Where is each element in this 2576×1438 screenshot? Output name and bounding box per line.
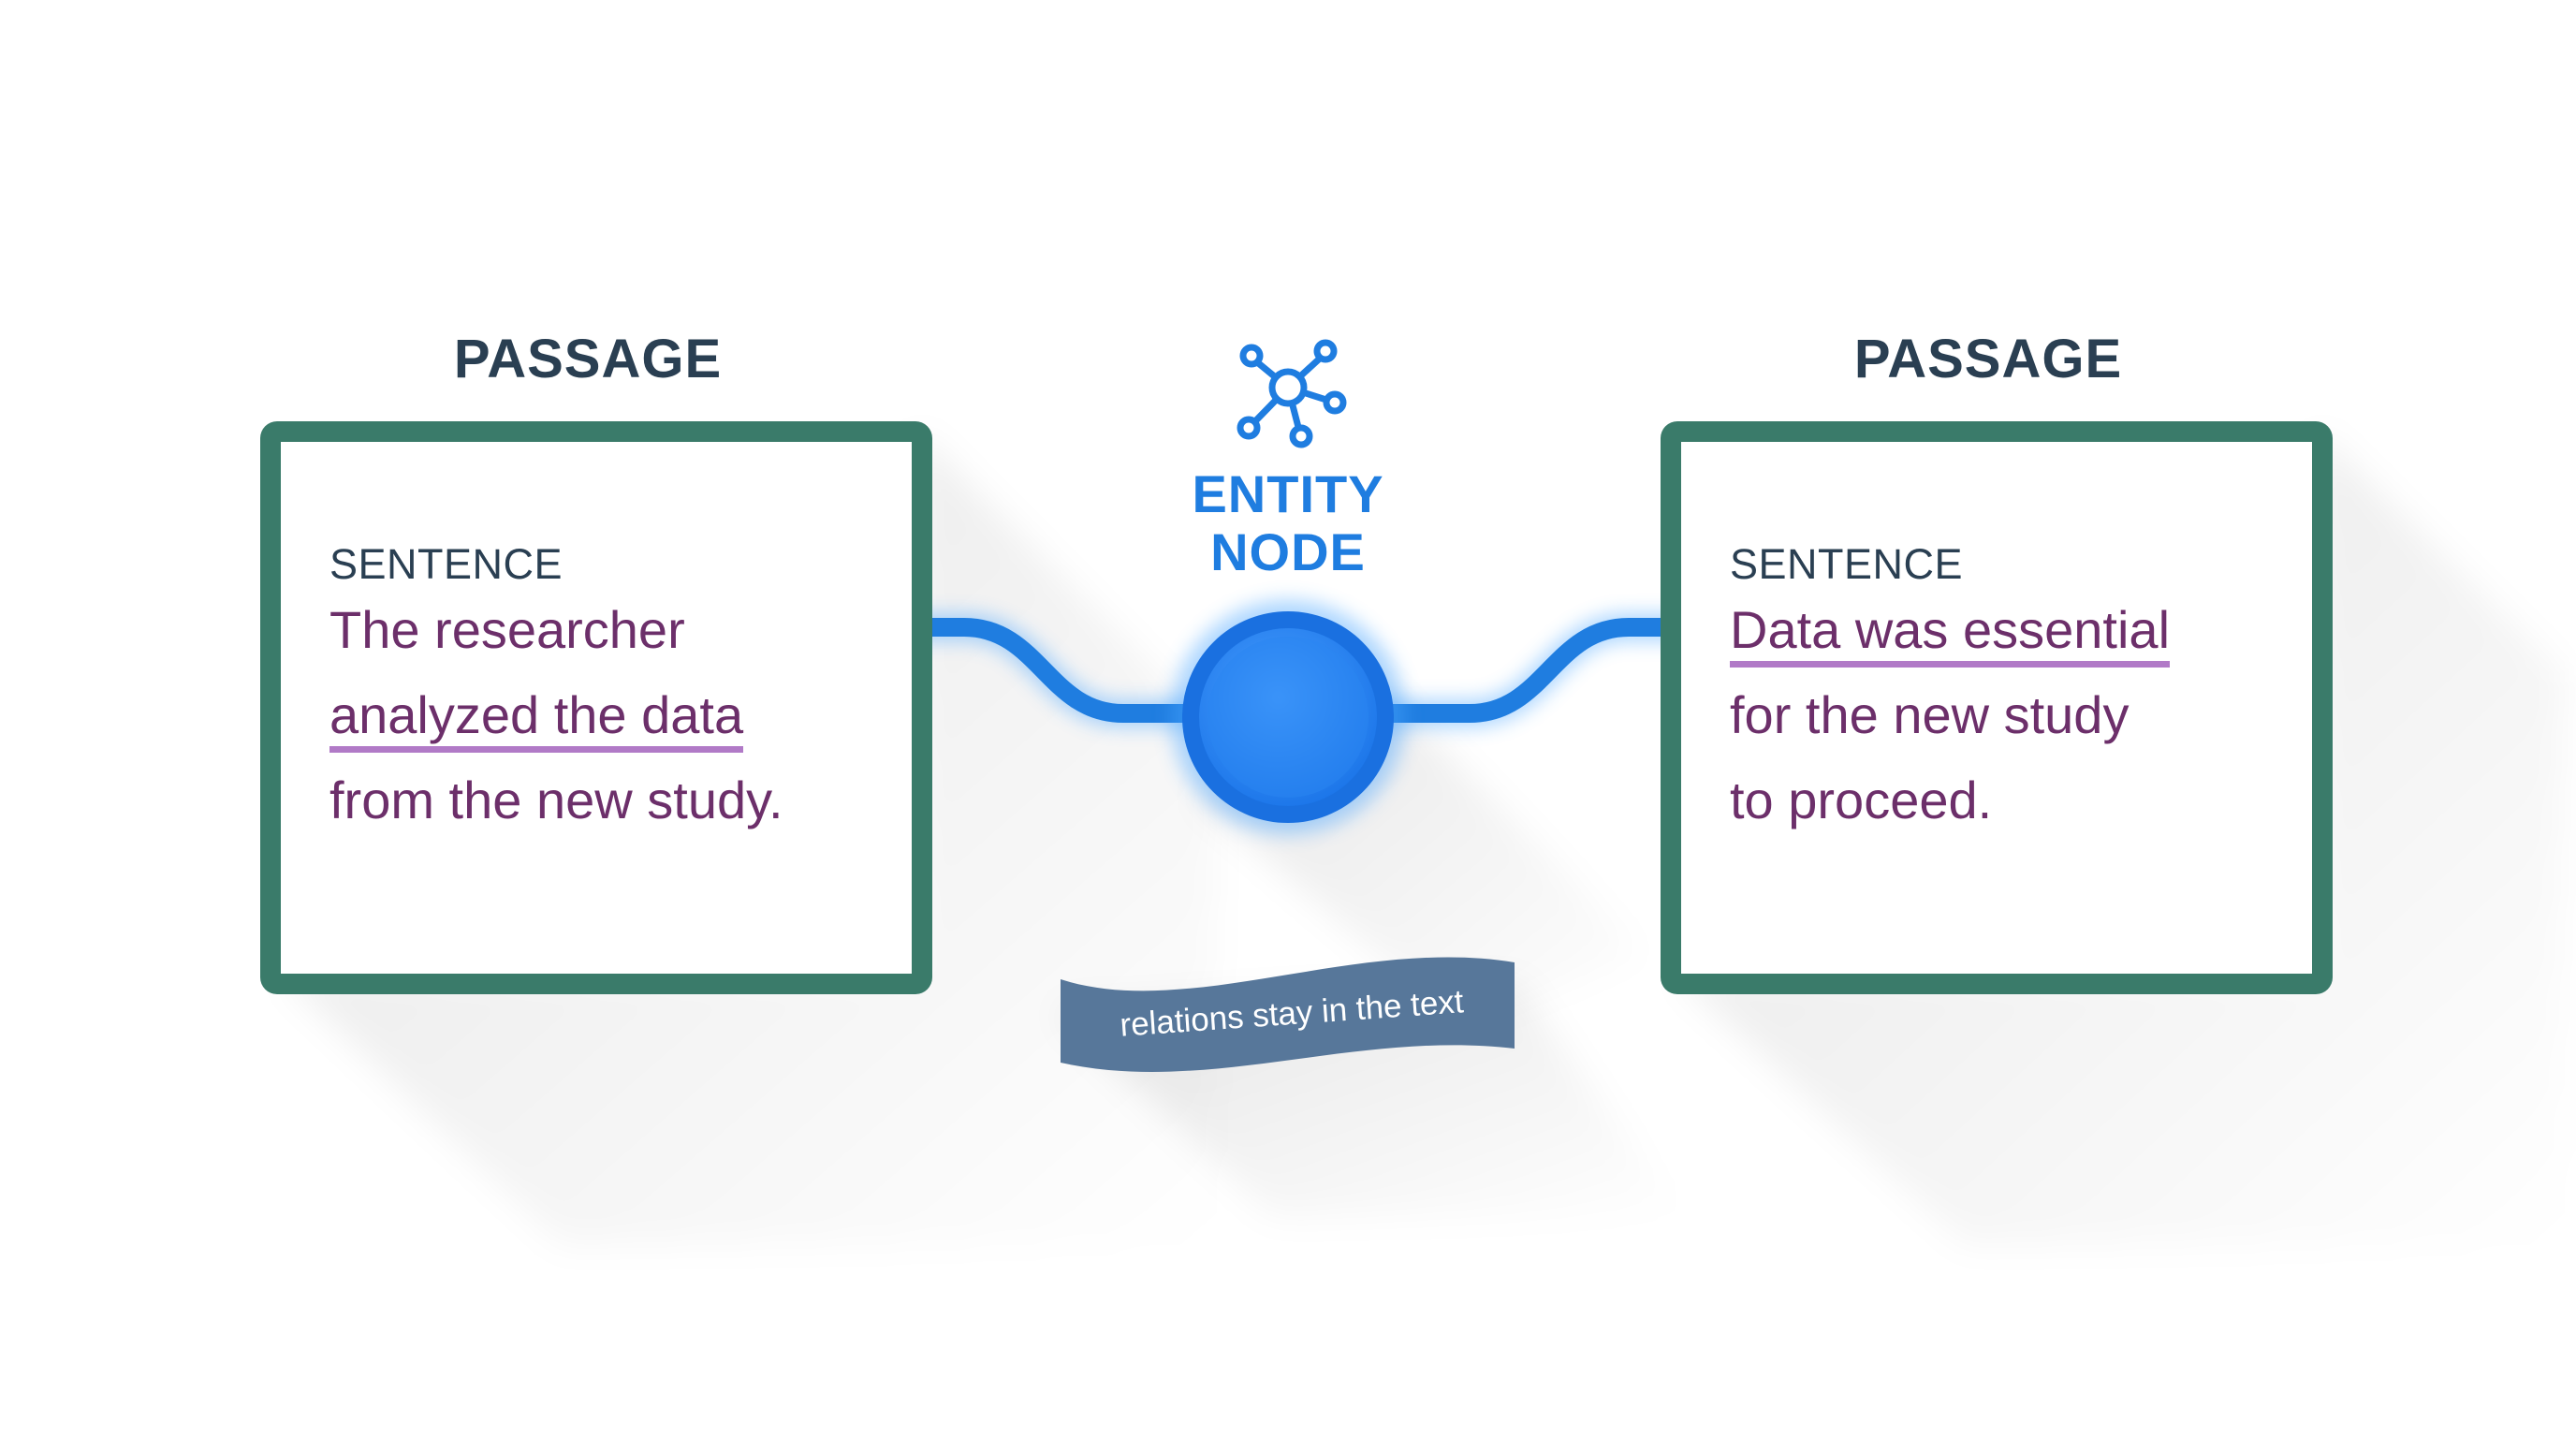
right-box-shadow [1676,431,2565,1245]
entity-node-title-line-1: ENTITY [1192,464,1384,523]
relation-link-right [1343,613,1722,727]
left-sentence-label: SENTENCE [329,540,564,588]
left-sentence-line-3: from the new study. [329,770,783,829]
right-sentence-line-2: for the new study [1730,685,2130,744]
right-sentence-line-3: to proceed. [1730,770,1993,829]
left-entity-mention[interactable]: analyzed the data [329,685,744,753]
left-passage-box: SENTENCE The researcher analyzed the dat… [260,421,932,994]
left-sentence-line-2: analyzed the data [329,684,744,753]
entity-node[interactable] [1171,600,1405,834]
left-passage-heading: PASSAGE [453,329,723,389]
relation-link-left [735,613,1231,727]
network-hub-icon [1237,339,1347,448]
relation-ribbon [1061,957,1515,1072]
right-passage-heading: PASSAGE [1853,329,2123,389]
right-sentence-line-1: Data was essential [1730,599,2171,668]
right-passage-box: SENTENCE Data was essential for the new … [1661,421,2333,994]
right-sentence-label: SENTENCE [1730,540,1964,588]
entity-node-title-line-2: NODE [1210,522,1366,581]
right-entity-mention[interactable]: Data was essential [1730,600,2171,668]
left-sentence-line-1: The researcher [329,600,685,659]
